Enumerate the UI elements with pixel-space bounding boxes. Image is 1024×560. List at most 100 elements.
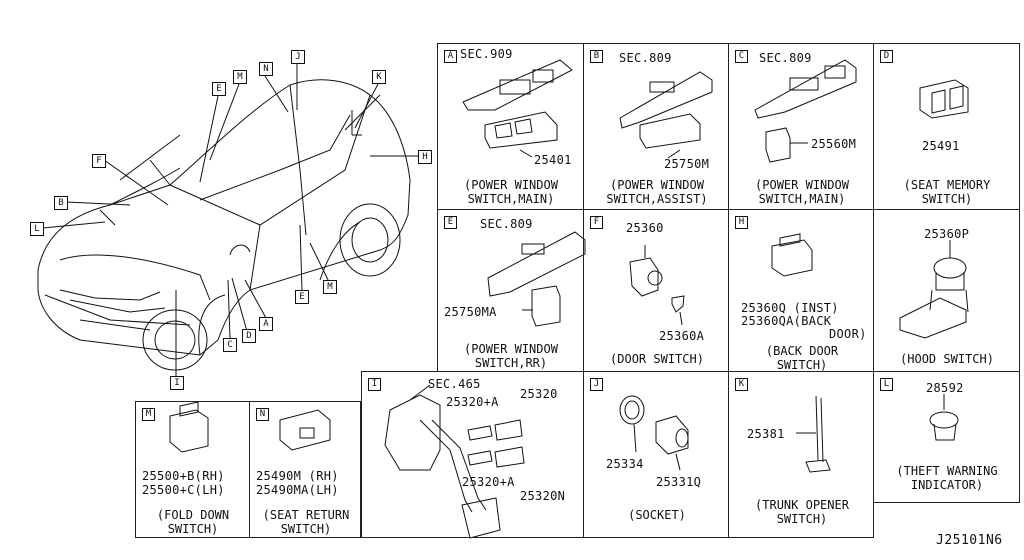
panel-letter: F	[590, 216, 603, 229]
panel-l: L 28592 (THEFT WARNING INDICATOR)	[873, 371, 1020, 503]
panel-caption: (FOLD DOWN SWITCH)	[156, 508, 230, 536]
section-ref: SEC.909	[460, 47, 513, 61]
part-number: 25490MA(LH)	[256, 483, 339, 497]
part-number: 25360	[626, 221, 664, 235]
panel-d: D 25491 (SEAT MEMORY SWITCH)	[873, 43, 1020, 210]
panel-caption: (POWER WINDOW SWITCH,ASSIST)	[606, 178, 708, 206]
callout-j: J	[291, 50, 305, 64]
part-k-artwork	[796, 395, 831, 473]
part-number: 25360A	[659, 329, 705, 343]
part-number: DOOR)	[829, 327, 867, 341]
callout-d: D	[242, 329, 256, 343]
part-number: 25320+A	[462, 475, 515, 489]
part-number: 25320+A	[446, 395, 499, 409]
panel-hood: 25360P (HOOD SWITCH)	[873, 209, 1020, 372]
panel-caption: (SEAT RETURN SWITCH)	[262, 508, 350, 536]
part-number: 25331Q	[656, 475, 702, 489]
part-number: 25491	[922, 139, 960, 153]
part-h-artwork	[771, 233, 813, 277]
callout-e: E	[212, 82, 226, 96]
panel-caption: (HOOD SWITCH)	[900, 352, 994, 366]
part-d-artwork	[919, 79, 969, 119]
part-b-artwork	[619, 71, 713, 159]
panel-j: J 25334 25331Q (SOCKET)	[583, 371, 729, 538]
panel-c: C SEC.809 25560M (POWER WINDOW SWITCH,MA…	[728, 43, 874, 210]
part-number: 25560M	[811, 137, 857, 151]
panel-caption: (THEFT WARNING INDICATOR)	[896, 464, 998, 492]
panel-letter: B	[590, 50, 603, 63]
panel-letter: C	[735, 50, 748, 63]
panel-letter: E	[444, 216, 457, 229]
part-j-artwork	[619, 395, 689, 471]
part-number: 25320N	[520, 489, 566, 503]
callout-l: L	[30, 222, 44, 236]
part-m-artwork	[169, 401, 209, 453]
panel-i: I SEC.465 25320+A 25320 25320+A 25320N	[361, 371, 584, 538]
part-hood-artwork	[899, 240, 969, 339]
part-l-artwork	[929, 394, 959, 441]
panel-b: B SEC.809 25750M (POWER WINDOW SWITCH,AS…	[583, 43, 729, 210]
panel-e: E SEC.809 25750MA (POWER WINDOW SWITCH,R…	[437, 209, 584, 372]
panel-caption: (TRUNK OPENER SWITCH)	[755, 498, 849, 526]
callout-n: N	[259, 62, 273, 76]
part-number: 25360Q (INST)	[741, 301, 839, 315]
panel-n: N 25490M (RH) 25490MA(LH) (SEAT RETURN S…	[249, 401, 361, 538]
panel-caption: (SEAT MEMORY SWITCH)	[903, 178, 991, 206]
part-number: 25360P	[924, 227, 970, 241]
part-i-artwork	[384, 384, 525, 539]
part-number: 25500+C(LH)	[142, 483, 225, 497]
panel-f: F 25360 25360A (DOOR SWITCH)	[583, 209, 729, 372]
part-number: 28592	[926, 381, 964, 395]
panel-letter: I	[368, 378, 381, 391]
panel-letter: M	[142, 408, 155, 421]
panel-letter: A	[444, 50, 457, 63]
part-e-artwork	[487, 231, 586, 327]
callout-h: H	[418, 150, 432, 164]
part-number: 25320	[520, 387, 558, 401]
panel-k: K 25381 (TRUNK OPENER SWITCH)	[728, 371, 874, 538]
section-ref: SEC.809	[759, 51, 812, 65]
section-ref: SEC.465	[428, 377, 481, 391]
part-number: 25750M	[664, 157, 710, 171]
panel-m: M 25500+B(RH) 25500+C(LH) (FOLD DOWN SWI…	[135, 401, 250, 538]
part-number: 25500+B(RH)	[142, 469, 225, 483]
part-number: 25381	[747, 427, 785, 441]
part-a-artwork	[462, 59, 573, 158]
panel-letter: L	[880, 378, 893, 391]
callout-a: A	[259, 317, 273, 331]
callout-c: C	[223, 338, 237, 352]
callout-m2: M	[323, 280, 337, 294]
part-number: 25490M (RH)	[256, 469, 339, 483]
callout-m: M	[233, 70, 247, 84]
panel-caption: (BACK DOOR SWITCH)	[765, 344, 839, 372]
callout-e2: E	[295, 290, 309, 304]
callout-f: F	[92, 154, 106, 168]
panel-caption: (DOOR SWITCH)	[610, 352, 704, 366]
callout-k: K	[372, 70, 386, 84]
callout-leaders	[42, 64, 418, 378]
part-number: 25360QA(BACK	[741, 314, 832, 328]
panel-letter: K	[735, 378, 748, 391]
part-number: 25334	[606, 457, 644, 471]
section-ref: SEC.809	[619, 51, 672, 65]
panel-letter: N	[256, 408, 269, 421]
car-illustration	[37, 79, 411, 371]
part-number: 25401	[534, 153, 572, 167]
panel-letter: J	[590, 378, 603, 391]
panel-caption: (POWER WINDOW SWITCH,MAIN)	[755, 178, 849, 206]
diagram-code: J25101N6	[936, 533, 1003, 548]
panel-h: H 25360Q (INST) 25360QA(BACK DOOR) (BACK…	[728, 209, 874, 372]
panel-letter: H	[735, 216, 748, 229]
part-n-artwork	[279, 409, 331, 451]
callout-i: I	[170, 376, 184, 390]
panel-caption: (POWER WINDOW SWITCH,RR)	[464, 342, 558, 370]
panel-a: A SEC.909 25401 (POWER WINDOW SWITCH,MAI…	[437, 43, 584, 210]
part-f-artwork	[629, 245, 685, 326]
part-c-artwork	[754, 59, 857, 163]
callout-b: B	[54, 196, 68, 210]
panel-caption: (POWER WINDOW SWITCH,MAIN)	[464, 178, 558, 206]
panel-letter: D	[880, 50, 893, 63]
section-ref: SEC.809	[480, 217, 533, 231]
